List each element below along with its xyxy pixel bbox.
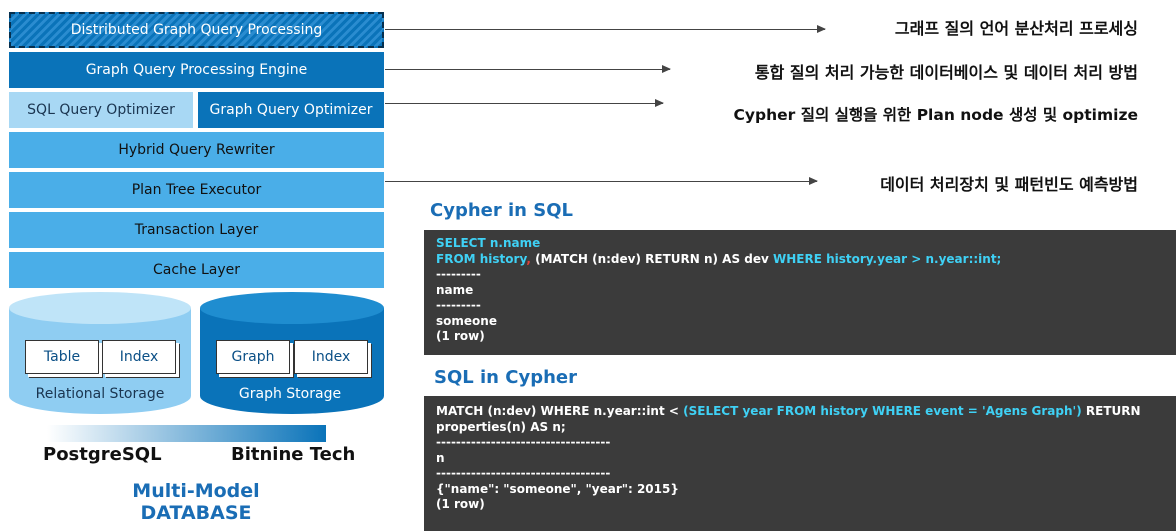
code-line: (1 row) <box>436 329 485 343</box>
multi-model-line2: DATABASE <box>140 502 252 524</box>
layer-engine-label: Graph Query Processing Engine <box>85 62 308 78</box>
code-text: , <box>526 251 531 266</box>
graph-box: Graph <box>216 340 290 374</box>
description-2: 통합 질의 처리 가능한 데이터베이스 및 데이터 처리 방법 <box>754 63 1138 82</box>
postgresql-label: PostgreSQL <box>43 444 162 465</box>
code-line: --------- <box>436 267 481 281</box>
layer-sql-optimizer: SQL Query Optimizer <box>9 92 193 128</box>
description-4: 데이터 처리장치 및 패턴빈도 예측방법 <box>880 175 1138 194</box>
code-text: WHERE history.year > n.year::int; <box>773 251 1002 266</box>
code-text: FROM history <box>436 251 527 266</box>
layer-graph-optimizer: Graph Query Optimizer <box>198 92 384 128</box>
layer-engine: Graph Query Processing Engine <box>9 52 384 88</box>
code-line: ----------------------------------- <box>436 466 611 480</box>
layer-executor-label: Plan Tree Executor <box>131 182 262 198</box>
layer-rewriter: Hybrid Query Rewriter <box>9 132 384 168</box>
layer-cache-label: Cache Layer <box>152 262 241 278</box>
layer-distributed-query: Distributed Graph Query Processing <box>9 12 384 48</box>
code-text: (MATCH (n:dev) RETURN n) AS dev <box>535 251 769 266</box>
layer-sql-optimizer-label: SQL Query Optimizer <box>27 102 175 118</box>
layer-graph-optimizer-label: Graph Query Optimizer <box>209 102 373 118</box>
code-line: --------- <box>436 298 481 312</box>
relational-storage-cylinder <box>9 292 191 414</box>
arrow-2 <box>385 65 671 73</box>
arrow-1 <box>385 25 826 33</box>
code-text: SELECT n.name <box>436 236 541 250</box>
bitnine-label: Bitnine Tech <box>231 444 356 465</box>
code-line: (1 row) <box>436 497 485 511</box>
sql-in-cypher-code: MATCH (n:dev) WHERE n.year::int < (SELEC… <box>424 396 1176 531</box>
code-line: name <box>436 282 474 297</box>
multi-model-line1: Multi-Model <box>132 480 260 502</box>
graph-box-label: Graph <box>231 349 275 365</box>
code-line: MATCH (n:dev) WHERE n.year::int < (SELEC… <box>436 404 1164 420</box>
multi-model-title: Multi-Model DATABASE <box>96 480 296 524</box>
description-1: 그래프 질의 언어 분산처리 프로세싱 <box>894 19 1138 38</box>
code-text: (SELECT year FROM history WHERE event = … <box>683 404 1082 418</box>
code-text: RETURN <box>1085 404 1141 418</box>
cypher-in-sql-title: Cypher in SQL <box>430 200 573 221</box>
graph-index-box: Index <box>294 340 368 374</box>
code-line: SELECT n.name <box>436 236 1164 252</box>
code-line: FROM history, (MATCH (n:dev) RETURN n) A… <box>436 252 1164 268</box>
graph-storage-cylinder <box>200 292 384 414</box>
table-box: Table <box>25 340 99 374</box>
cypher-in-sql-code: SELECT n.name FROM history, (MATCH (n:de… <box>424 230 1176 355</box>
graph-index-box-label: Index <box>311 349 351 365</box>
description-3: Cypher 질의 실행을 위한 Plan node 생성 및 optimize <box>733 106 1138 124</box>
gradient-bar <box>47 425 326 442</box>
layer-transaction: Transaction Layer <box>9 212 384 248</box>
layer-cache: Cache Layer <box>9 252 384 288</box>
code-line: properties(n) AS n; <box>436 419 566 434</box>
code-line: ----------------------------------- <box>436 435 611 449</box>
graph-storage-label: Graph Storage <box>238 386 342 402</box>
relational-index-box-label: Index <box>119 349 159 365</box>
layer-rewriter-label: Hybrid Query Rewriter <box>118 142 275 158</box>
code-text: MATCH (n:dev) WHERE n.year::int < <box>436 404 679 418</box>
sql-in-cypher-title: SQL in Cypher <box>434 367 577 388</box>
layer-transaction-label: Transaction Layer <box>134 222 259 238</box>
code-line: n <box>436 450 445 465</box>
layer-executor: Plan Tree Executor <box>9 172 384 208</box>
relational-storage-label: Relational Storage <box>35 386 165 402</box>
table-box-label: Table <box>43 349 81 365</box>
code-line: someone <box>436 313 497 328</box>
arrow-3 <box>385 99 664 107</box>
arrow-4 <box>385 177 818 185</box>
code-line: {"name": "someone", "year": 2015} <box>436 481 679 496</box>
relational-index-box: Index <box>102 340 176 374</box>
layer-distributed-label: Distributed Graph Query Processing <box>70 22 323 38</box>
